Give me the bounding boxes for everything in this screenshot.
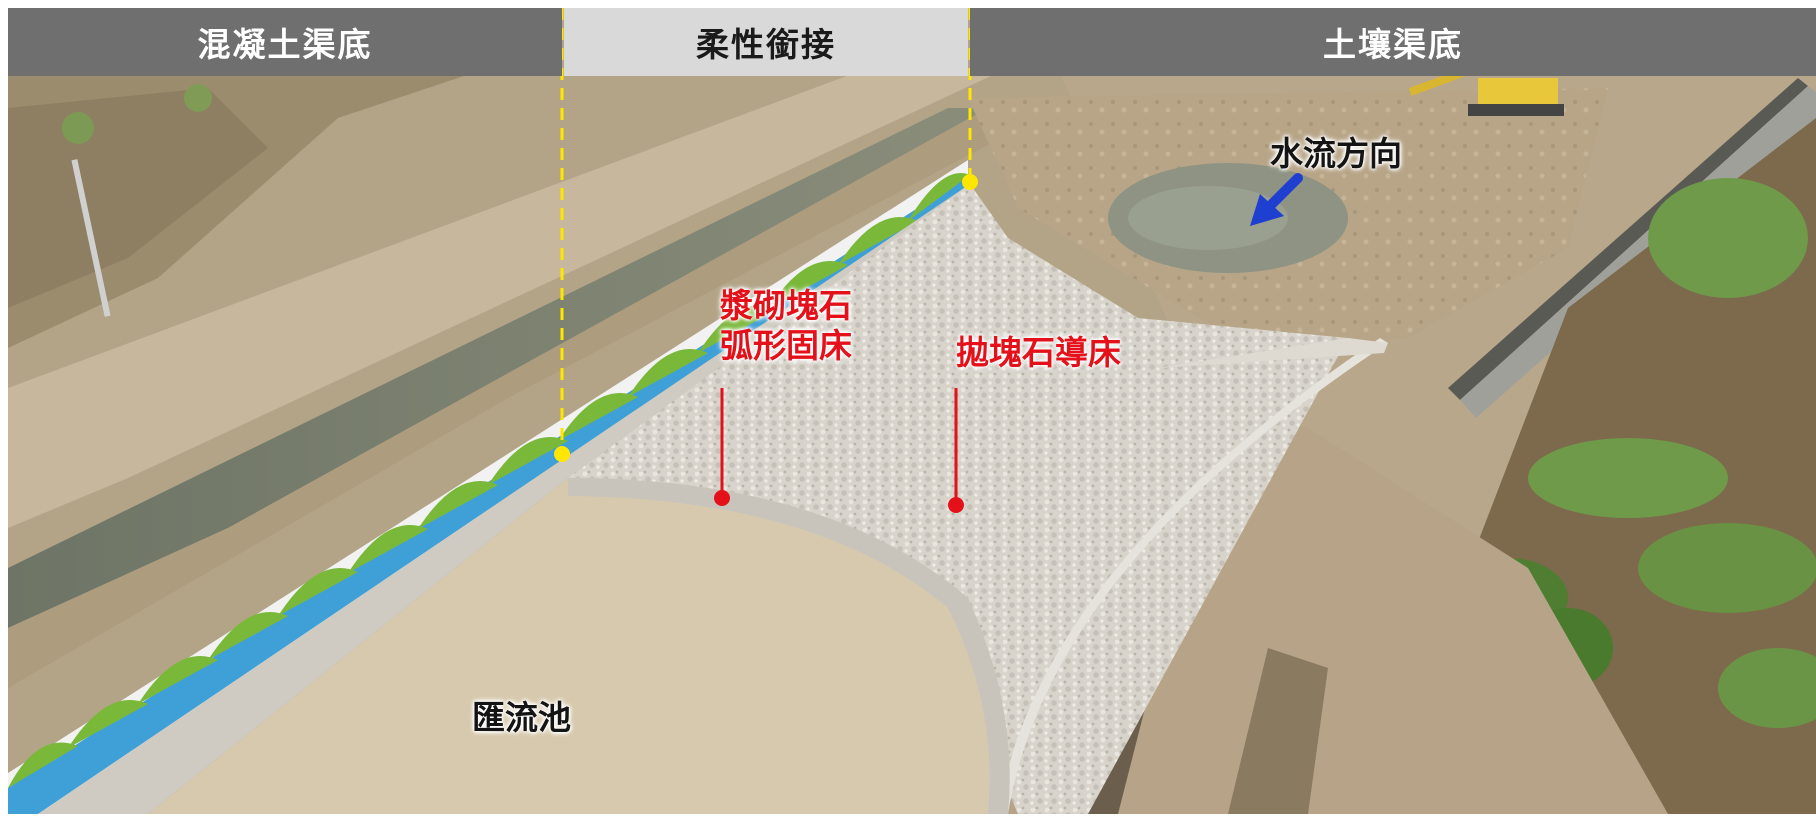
excavator [1408,64,1564,116]
marker-dot-left [554,446,570,462]
channel-water [8,108,988,628]
label-confluence-pool: 匯流池 [472,698,571,737]
flow-arrow-icon [1250,173,1303,226]
header-soil-bed: 土壤渠底 [970,8,1816,76]
dirt-road [8,68,1008,528]
header-flexible-transition: 柔性銜接 [564,8,968,76]
leader-dot-masonry [714,490,730,506]
leader-dot-riprap [948,497,964,513]
aerial-photo [8,8,1816,814]
label-masonry-line2: 弧形固床 [720,326,852,365]
retaining-structure [1448,78,1808,400]
utility-pole [71,159,111,317]
marker-dot-right [962,174,978,190]
label-flow-direction: 水流方向 [1270,134,1402,173]
wave-decoration [8,172,970,788]
masonry-arc-sill [568,478,1010,814]
header-concrete-bed: 混凝土渠底 [8,8,562,76]
aerial-photo-figure: 混凝土渠底 柔性銜接 土壤渠底 水流方向 漿砌塊石 弧形固床 拋塊石導床 匯流池 [8,8,1816,814]
label-masonry-line1: 漿砌塊石 [720,286,852,325]
confluence-pool [148,478,1010,814]
label-riprap-apron: 拋塊石導床 [956,333,1121,372]
